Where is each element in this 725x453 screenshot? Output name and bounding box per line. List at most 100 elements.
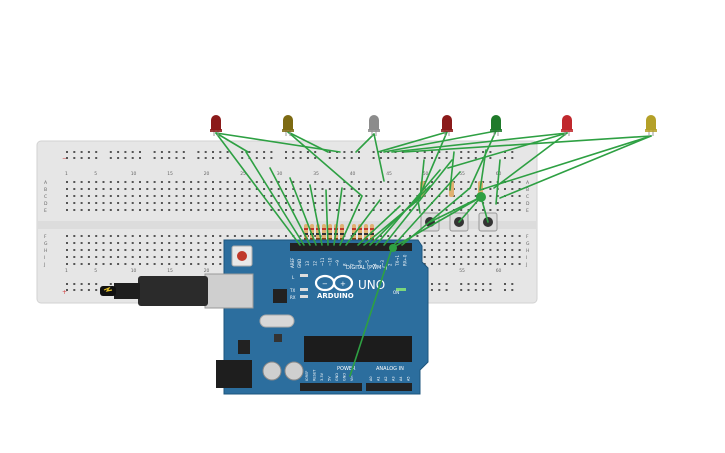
breadboard-hole: [431, 235, 433, 237]
breadboard-hole: [168, 249, 171, 251]
rail-hole: [66, 151, 68, 153]
breadboard-hole: [248, 181, 251, 183]
led[interactable]: [561, 115, 573, 136]
breadboard-hole: [277, 195, 280, 197]
power-pin-label: 5V: [328, 376, 332, 381]
rail-hole: [343, 151, 346, 153]
row-label: G: [526, 241, 530, 247]
breadboard-hole: [438, 263, 441, 265]
breadboard-hole: [160, 188, 163, 190]
breadboard-hole: [350, 188, 353, 190]
breadboard-hole: [314, 235, 317, 237]
breadboard-hole: [139, 263, 141, 265]
resistor-band: [340, 233, 344, 235]
breadboard-hole: [66, 249, 68, 251]
breadboard-hole: [504, 242, 506, 244]
breadboard-hole: [401, 188, 404, 190]
breadboard-hole: [365, 202, 368, 204]
resistor-band: [316, 238, 320, 240]
breadboard-hole: [80, 181, 83, 183]
breadboard-hole: [95, 263, 98, 265]
rail-hole: [197, 151, 200, 153]
breadboard-hole: [306, 195, 309, 197]
breadboard-hole: [117, 242, 120, 244]
breadboard-hole: [285, 188, 287, 190]
breadboard-hole: [467, 242, 470, 244]
rail-hole: [109, 157, 112, 159]
breadboard-hole: [146, 235, 149, 237]
rail-hole: [431, 157, 433, 159]
breadboard-hole: [139, 235, 141, 237]
power-pin-label: 3.3V: [320, 372, 324, 381]
breadboard-hole: [518, 195, 521, 197]
breadboard-hole: [175, 202, 178, 204]
breadboard-hole: [109, 256, 112, 258]
breadboard-hole: [204, 188, 207, 190]
rail-hole: [285, 151, 287, 153]
arduino-uno-board[interactable]: − + ARDUINO UNO DIGITAL (PWM~) POWER ANA…: [204, 239, 429, 395]
breadboard-hole: [153, 188, 156, 190]
resistor-band: [334, 238, 338, 240]
rail-hole: [489, 151, 492, 153]
led[interactable]: [210, 115, 222, 136]
analog-pin-label: A3: [392, 376, 396, 381]
breadboard-hole: [401, 181, 404, 183]
breadboard-hole: [394, 195, 397, 197]
row-label: A: [44, 180, 48, 186]
jumper-wire: [419, 159, 425, 201]
jumper-wire: [333, 187, 343, 246]
breadboard-hole: [131, 256, 134, 258]
led[interactable]: [441, 115, 453, 136]
rail-hole: [168, 157, 171, 159]
breadboard-hole: [460, 242, 463, 244]
rail-hole: [73, 289, 76, 291]
breadboard-hole: [321, 202, 324, 204]
breadboard-hole: [73, 202, 76, 204]
breadboard-hole: [496, 242, 499, 244]
breadboard-hole: [336, 209, 339, 211]
digital-pin-label: ~10: [328, 257, 333, 266]
breadboard-hole: [160, 263, 163, 265]
led[interactable]: [368, 115, 380, 136]
led-body: [562, 115, 572, 130]
breadboard-hole: [460, 256, 463, 258]
breadboard-hole: [358, 195, 360, 197]
breadboard-hole: [518, 249, 521, 251]
column-label: 1: [65, 171, 68, 177]
resistor-band: [310, 228, 314, 230]
breadboard-hole: [175, 242, 178, 244]
breadboard-hole: [146, 209, 149, 211]
led[interactable]: [282, 115, 294, 136]
rail-hole: [66, 289, 68, 291]
rail-hole: [219, 157, 222, 159]
breadboard-hole: [321, 209, 324, 211]
breadboard-hole: [95, 181, 98, 183]
breadboard-hole: [409, 195, 412, 197]
breadboard-hole: [452, 256, 455, 258]
breadboard-hole: [168, 181, 171, 183]
breadboard-hole: [131, 235, 134, 237]
led-l: [300, 274, 308, 277]
breadboard-hole: [474, 195, 477, 197]
rail-hole: [358, 157, 360, 159]
breadboard-hole: [460, 188, 463, 190]
breadboard-hole: [438, 188, 441, 190]
led[interactable]: [490, 115, 502, 136]
rail-hole: [504, 289, 506, 291]
breadboard-hole: [489, 181, 492, 183]
digital-pin-label: 8: [343, 263, 348, 266]
column-label: 25: [240, 171, 246, 177]
led-row: [210, 115, 657, 136]
analog-pin-label: A0: [369, 376, 373, 381]
jumper-wire: [357, 205, 401, 246]
rail-hole: [482, 283, 485, 285]
breadboard-hole: [248, 235, 251, 237]
breadboard-hole: [482, 263, 485, 265]
jumper-wire: [375, 169, 441, 246]
breadboard-hole: [153, 181, 156, 183]
analog-pin-label: A1: [377, 376, 381, 381]
breadboard-hole: [175, 209, 178, 211]
rail-hole: [489, 157, 492, 159]
led[interactable]: [645, 115, 657, 136]
